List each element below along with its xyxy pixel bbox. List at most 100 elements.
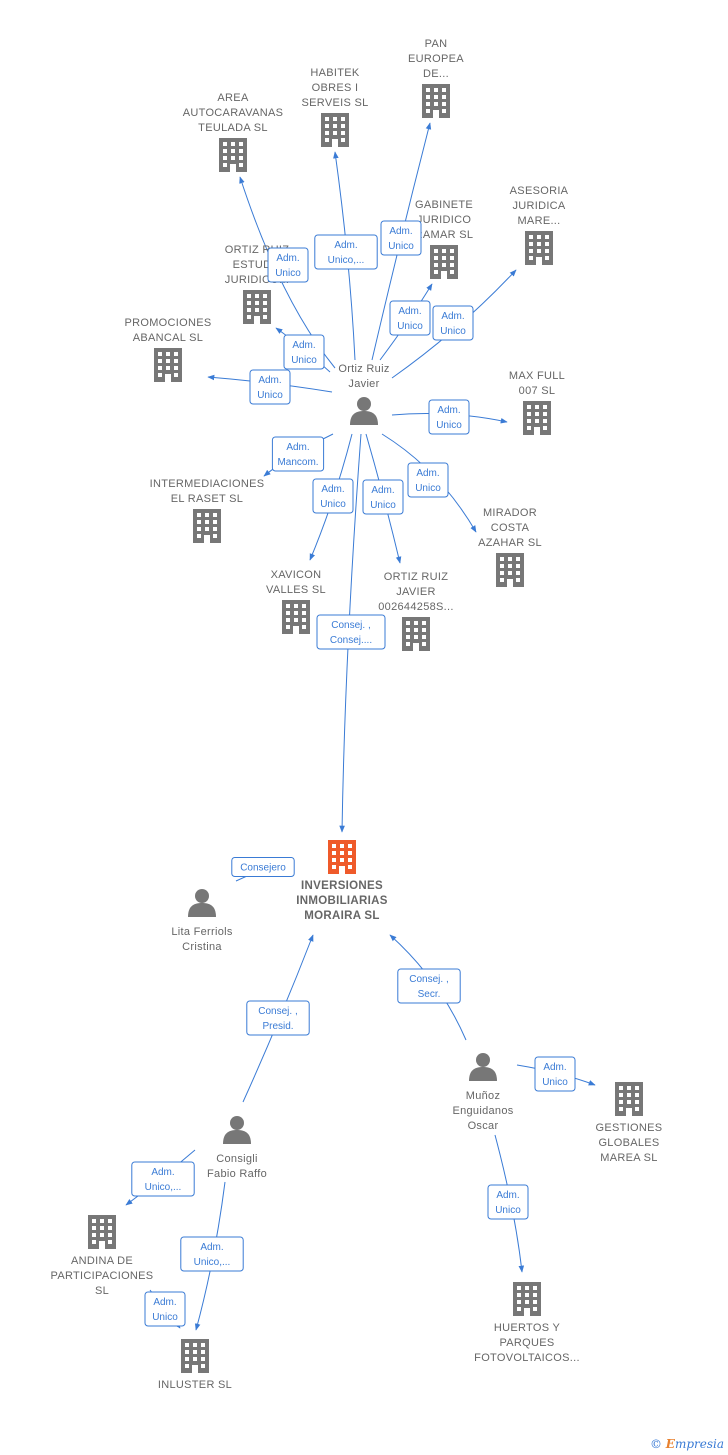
edge-label-text: Unico [388,241,414,252]
node-label: FOTOVOLTAICOS... [474,1352,580,1364]
node-huertos[interactable]: HUERTOS Y PARQUES FOTOVOLTAICOS... [474,1282,580,1364]
edge-label-box [397,968,461,1004]
edge-label-text: Unico [257,390,283,401]
edge-label-text: Unico,... [194,1257,231,1268]
edge-label-text: Unico [440,326,466,337]
e-munoz-label[interactable]: Consej. ,Secr. [397,968,461,1004]
e-andina-label[interactable]: Adm.Unico,... [131,1161,195,1197]
edge-label-text: Unico [320,499,346,510]
node-label: HUERTOS Y [494,1322,561,1334]
e-xavicon-label[interactable]: Adm.Unico [312,478,354,514]
node-label: INVERSIONES [301,880,383,892]
e-inluster1-label[interactable]: Adm.Unico,... [180,1236,244,1272]
node-label: JURIDICA [512,200,565,212]
edge-label-box [407,462,449,498]
e-area-label[interactable]: Adm.Unico [267,247,309,283]
e-habitek-label[interactable]: Adm. Unico,... [314,234,378,270]
edge-label-box [487,1184,529,1220]
building-icon [154,348,182,382]
building-icon [328,840,356,874]
e-maxfull-label[interactable]: Adm.Unico [428,399,470,435]
node-label: DE... [423,68,449,80]
building-icon [282,600,310,634]
edge-label-text: Adm. [437,405,460,416]
node-label: RAMAR SL [415,229,474,241]
e-gabinete-label[interactable]: Adm. Unico [389,300,431,336]
edge-label-box [180,1236,244,1272]
e-ortizest-label[interactable]: Adm.Unico [283,334,325,370]
node-label: 002644258S... [378,601,453,613]
edge-label-text: Consej. , [331,620,370,631]
node-inluster[interactable]: INLUSTER SL [158,1339,232,1391]
edge-label-text: Unico [415,483,441,494]
node-label: JAVIER [396,586,436,598]
node-label: GLOBALES [598,1137,659,1149]
e-inluster2-label[interactable]: Adm.Unico [144,1291,186,1327]
edge-label-text: Adm. [496,1190,519,1201]
edge-label-text: Unico,... [328,255,365,266]
e-pan-label[interactable]: Adm.Unico [380,220,422,256]
node-label: COSTA [491,522,530,534]
e-ortizjav-label[interactable]: Adm.Unico [362,479,404,515]
building-icon [243,290,271,324]
edge-label-text: Adm. [334,240,357,251]
node-label: SERVEIS SL [302,97,369,109]
e-intermed-label[interactable]: Adm.Mancom. [271,436,325,472]
node-label: Enguidanos [452,1105,513,1117]
edge-label-box [380,220,422,256]
e-huertos-label[interactable]: Adm.Unico [487,1184,529,1220]
e-lita-label[interactable]: Consejero [231,857,295,877]
node-pan[interactable]: PAN EUROPEA DE... [408,38,464,118]
node-label: HABITEK [310,67,360,79]
e-mirador-label[interactable]: Adm.Unico [407,462,449,498]
edge-label-text: Unico [542,1077,568,1088]
node-ortizjav[interactable]: ORTIZ RUIZJAVIER002644258S... [378,571,453,651]
building-icon [88,1215,116,1249]
edge-label-text: Unico [152,1312,178,1323]
node-label: GABINETE [415,199,473,211]
edge-label-text: Adm. [398,306,421,317]
node-label: EUROPEA [408,53,464,65]
node-label: MORAIRA SL [304,910,379,922]
node-label: INTERMEDIACIONES [150,478,265,490]
e-main-ortiz-label[interactable]: Consej. ,Consej.... [316,614,386,650]
e-gestiones-label[interactable]: Adm.Unico [534,1056,576,1092]
node-label: GESTIONES [596,1122,663,1134]
edge-label-text: Mancom. [277,457,318,468]
node-label: PAN [425,38,448,50]
edge-label-text: Unico [397,321,423,332]
e-consigli-label[interactable]: Consej. ,Presid. [246,1000,310,1036]
e-asesoria-label[interactable]: Adm.Unico [432,305,474,341]
building-icon [615,1082,643,1116]
node-label: AREA [217,92,249,104]
node-label: 007 SL [519,385,556,397]
person-icon [223,1116,251,1144]
node-label: Lita Ferriols [171,926,233,938]
e-promociones-label[interactable]: Adm.Unico [249,369,291,405]
edge-label-box [428,399,470,435]
node-label: ABANCAL SL [133,332,203,344]
node-label: PARTICIPACIONES [51,1270,154,1282]
node-label: ASESORIA [510,185,569,197]
brand-initial: E [665,1437,675,1451]
person-icon [188,889,216,917]
node-label: PARQUES [499,1337,554,1349]
node-asesoria[interactable]: ASESORIAJURIDICAMARE... [510,185,569,265]
building-icon [402,617,430,651]
